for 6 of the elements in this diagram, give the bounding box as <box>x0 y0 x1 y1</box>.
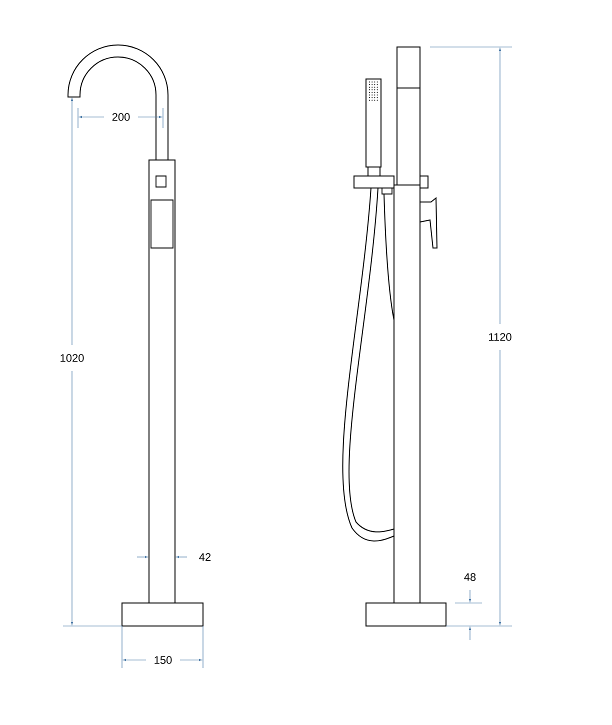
dimension-label: 150 <box>152 654 174 666</box>
dimension-label: 200 <box>110 112 132 122</box>
dimension-label: 1120 <box>486 332 514 342</box>
dimension-label: 42 <box>197 552 213 562</box>
dimension-label: 1020 <box>58 352 86 364</box>
dimension-label: 48 <box>462 572 478 582</box>
